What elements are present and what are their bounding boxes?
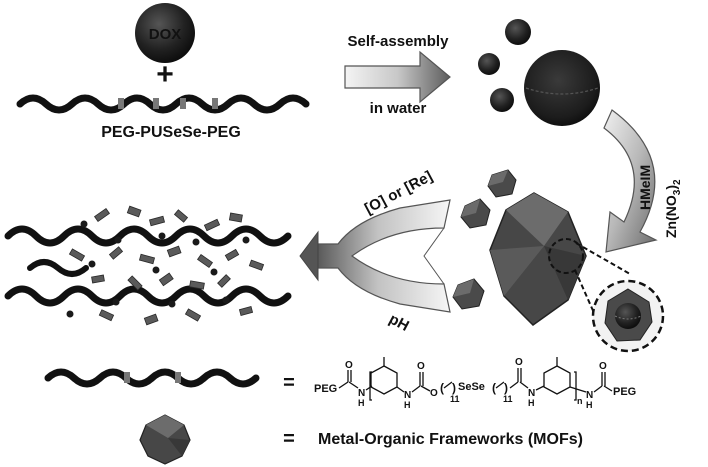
in-water-label: in water	[370, 100, 427, 117]
legend-polymer-wave	[44, 368, 260, 388]
zinc-nitrate-main: Zn(NO	[663, 195, 679, 238]
structure-h3: H	[528, 398, 535, 408]
structure-o1: O	[345, 360, 353, 371]
legend-equals-polymer: =	[283, 372, 295, 394]
released-fragments	[68, 205, 265, 326]
polymer-label: PEG-PUSeSe-PEG	[101, 124, 241, 141]
structure-paren-4: )	[504, 381, 508, 395]
structure-sub-11a: 11	[450, 394, 460, 404]
structure-n3: N	[528, 388, 535, 399]
ph-label: pH	[386, 311, 412, 335]
structure-o-ester: O	[430, 388, 438, 399]
legend-mof-icon	[139, 414, 191, 465]
structure-h4: H	[586, 400, 593, 410]
legend-equals-mof: =	[283, 428, 295, 450]
polymer-chain-top	[16, 94, 310, 114]
structure-n2: N	[404, 390, 411, 401]
structure-paren-1: (	[440, 381, 444, 395]
reagent-hmeim: HMeIM	[637, 165, 653, 210]
structure-n4: N	[586, 390, 593, 401]
mof-growth-arrow	[603, 109, 658, 253]
structure-o2: O	[417, 361, 425, 372]
self-assembly-label: Self-assembly	[348, 33, 450, 50]
structure-sese: SeSe	[458, 381, 485, 393]
plus-sign: +	[156, 58, 174, 91]
mof-zoom-callout	[548, 238, 665, 353]
dox-label: DOX	[149, 26, 182, 43]
mof-small-3	[452, 278, 485, 310]
micelles	[478, 19, 600, 126]
structure-peg-right: PEG	[613, 386, 636, 398]
chemical-structure: PEG O N H N H O O ( ) 11 SeSe ( ) 11	[314, 357, 636, 410]
structure-paren-2: )	[452, 381, 456, 395]
structure-o4: O	[599, 361, 607, 372]
structure-sub-n: n	[577, 396, 583, 406]
mof-small-1	[487, 169, 517, 198]
self-assembly-arrow	[344, 50, 451, 104]
released-polymer-chains	[4, 225, 292, 307]
structure-h1: H	[358, 398, 365, 408]
structure-peg-left: PEG	[314, 383, 337, 395]
mof-large	[489, 192, 587, 326]
mof-small-2	[460, 198, 491, 229]
released-drug-dots	[66, 220, 250, 318]
structure-paren-3: (	[492, 381, 496, 395]
release-arrow	[299, 199, 451, 313]
legend-mof-definition: Metal-Organic Frameworks (MOFs)	[318, 431, 583, 448]
zinc-nitrate-sub: 3	[672, 189, 683, 195]
structure-sub-11b: 11	[503, 394, 513, 404]
structure-o3: O	[515, 357, 523, 368]
zinc-nitrate-sub2: 2	[672, 179, 683, 185]
dox-molecule: DOX	[135, 3, 195, 63]
reagent-zinc-nitrate: Zn(NO3)2	[663, 179, 683, 238]
zinc-nitrate-close: )	[663, 185, 679, 190]
structure-h2: H	[404, 400, 411, 410]
svg-text:Zn(NO3)2: Zn(NO3)2	[663, 179, 683, 238]
structure-n1: N	[358, 388, 365, 399]
